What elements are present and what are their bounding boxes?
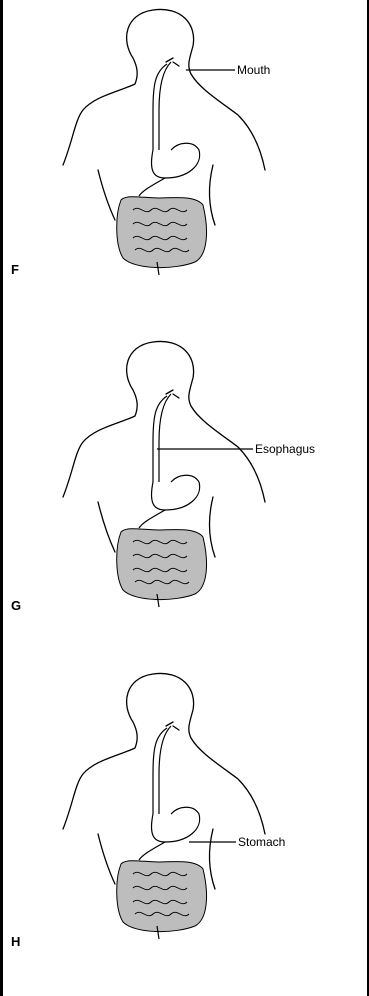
panel-letter-h: H <box>11 934 20 949</box>
digestive-system-diagram-mouth <box>3 0 369 332</box>
digestive-system-diagram-stomach <box>3 664 369 996</box>
digestive-system-diagram-esophagus <box>3 332 369 664</box>
panel-letter-f: F <box>11 262 19 277</box>
body-outline <box>63 673 265 889</box>
digestive-tract <box>139 394 200 528</box>
panel-letter-g: G <box>11 598 21 613</box>
mouth-label: Mouth <box>237 63 270 77</box>
panel-h: Stomach H <box>3 664 369 996</box>
digestive-tract <box>139 726 200 860</box>
esophagus-label: Esophagus <box>255 442 315 456</box>
intestines <box>117 529 207 607</box>
intestines <box>117 197 207 275</box>
stomach-label: Stomach <box>238 835 285 849</box>
digestive-tract <box>139 62 200 196</box>
body-outline <box>63 9 265 225</box>
panel-g: Esophagus G <box>3 332 369 664</box>
intestines <box>117 861 207 939</box>
panel-f: Mouth F <box>3 0 369 332</box>
